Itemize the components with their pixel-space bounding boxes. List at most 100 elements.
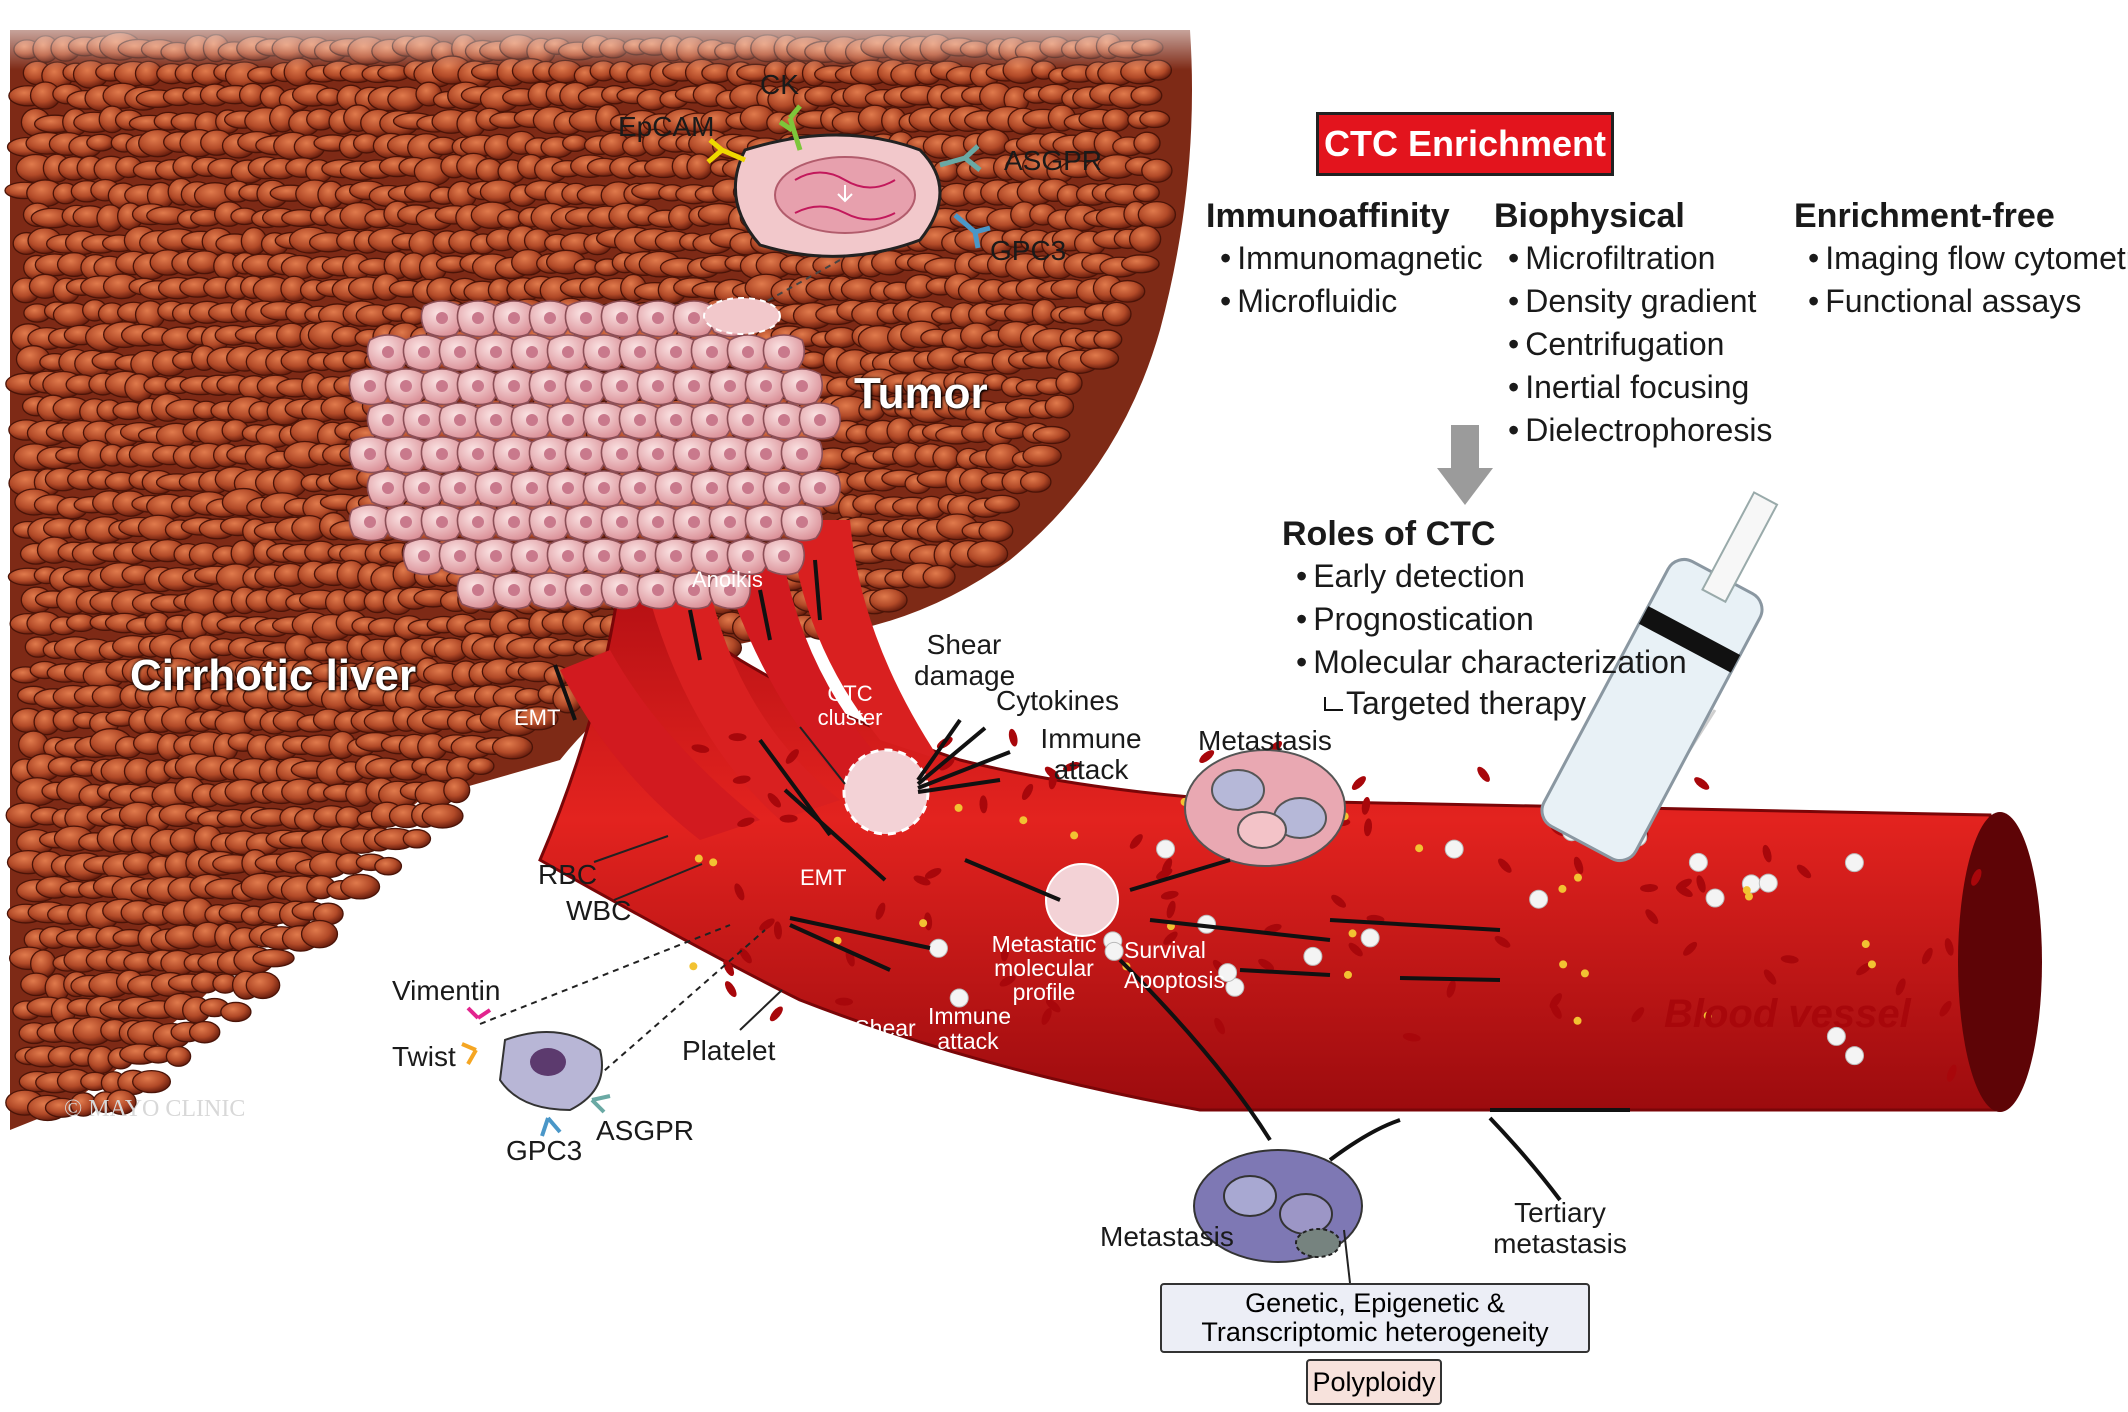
tumor-nucleus: [688, 584, 700, 596]
tumor-nucleus: [616, 516, 628, 528]
enrichment-column-immunoaffinity: Immunoaffinity Immunomagnetic Microfluid…: [1206, 197, 1483, 323]
tumor-nucleus: [652, 516, 664, 528]
biomarker-cell-bottom: [461, 1006, 611, 1137]
platelet: [709, 858, 718, 867]
tumor-nucleus: [418, 414, 430, 426]
platelet: [1580, 969, 1589, 978]
platelet: [954, 803, 963, 812]
rbc: [835, 997, 854, 1006]
metastasis-top-label: Metastasis: [1198, 725, 1332, 756]
liver-lobule: [1032, 425, 1071, 445]
platelet: [1742, 886, 1751, 895]
rbc: [1763, 969, 1777, 985]
list-item: Imaging flow cytometry: [1808, 237, 2128, 280]
platelet: [1573, 1016, 1582, 1025]
tumor-nucleus: [562, 346, 574, 358]
tumor-nucleus: [652, 312, 664, 324]
tumor-nucleus: [382, 414, 394, 426]
rbc: [979, 795, 988, 814]
rbc: [1163, 931, 1178, 945]
tumor-nucleus: [796, 516, 808, 528]
tumor-nucleus: [544, 516, 556, 528]
tumor-nucleus: [418, 550, 430, 562]
tumor-nucleus: [634, 346, 646, 358]
wbc: [1156, 839, 1176, 859]
gpc3-label-bottom: GPC3: [506, 1135, 583, 1166]
tumor-nucleus: [670, 550, 682, 562]
tumor-nucleus: [670, 346, 682, 358]
roles-sub-item: Targeted therapy: [1346, 685, 1587, 722]
tumor-nucleus: [454, 346, 466, 358]
rbc: [1477, 766, 1490, 782]
cirrhotic-liver-label: Cirrhotic liver: [130, 651, 417, 700]
rbc: [1944, 938, 1954, 956]
list-item: Microfluidic: [1220, 280, 1483, 323]
rbc: [1402, 1033, 1421, 1042]
rbc: [1939, 1000, 1952, 1017]
tumor-nucleus: [580, 448, 592, 460]
tumor-cells: [348, 300, 842, 610]
rbc: [1946, 1064, 1957, 1082]
tumor-nucleus: [670, 482, 682, 494]
platelet: [1070, 831, 1079, 840]
sub-arrow: [1324, 697, 1343, 711]
rbc: [1063, 761, 1081, 772]
tumor-nucleus: [454, 550, 466, 562]
tumor-nucleus: [796, 380, 808, 392]
rbc: [1921, 947, 1933, 965]
tumor-nucleus: [724, 584, 736, 596]
tumor-nucleus: [598, 414, 610, 426]
gpc3-label-top: GPC3: [990, 235, 1067, 266]
tumor-nucleus: [526, 414, 538, 426]
ctc-cluster-label: CTC cluster: [817, 681, 883, 731]
tumor-nucleus: [742, 414, 754, 426]
list-item: Functional assays: [1808, 280, 2128, 323]
tumor-nucleus: [364, 380, 376, 392]
tumor-nucleus: [400, 516, 412, 528]
anoikis-label: Anoikis: [692, 567, 763, 592]
tumor-nucleus: [562, 414, 574, 426]
rbc: [1129, 834, 1143, 849]
list-item: Prognostication: [1296, 598, 1687, 641]
polyploidy-box: Polyploidy: [1306, 1359, 1442, 1405]
rbc: [1060, 943, 1079, 952]
tumor-nucleus: [652, 584, 664, 596]
tumor-nucleus: [796, 448, 808, 460]
wbc: [1218, 963, 1238, 983]
tumor-nucleus: [436, 312, 448, 324]
tumor-nucleus: [688, 380, 700, 392]
list-item: Microfiltration: [1508, 237, 1772, 280]
tumor-nucleus: [688, 448, 700, 460]
platelet: [1019, 816, 1028, 825]
tumor-nucleus: [526, 550, 538, 562]
tumor-nucleus: [652, 448, 664, 460]
liver-lobule: [984, 494, 1021, 514]
tumor-nucleus: [382, 346, 394, 358]
rbc: [1048, 771, 1058, 790]
vimentin-label: Vimentin: [392, 975, 501, 1006]
liver-lobule: [402, 829, 432, 849]
rbc: [773, 921, 782, 940]
rbc: [785, 749, 799, 764]
rbc: [1494, 935, 1511, 948]
branch-vessel-1: [560, 650, 760, 840]
list-item: Early detection: [1296, 555, 1687, 598]
tumor-nucleus: [544, 380, 556, 392]
tumor-nucleus: [814, 482, 826, 494]
liver-lobule: [252, 948, 295, 968]
wbc: [1529, 889, 1549, 909]
liver-lobule: [443, 777, 471, 804]
tumor-nucleus: [364, 516, 376, 528]
tumor-nucleus: [508, 516, 520, 528]
rbc: [1895, 978, 1906, 996]
tumor-nucleus: [778, 482, 790, 494]
rbc: [1446, 980, 1456, 998]
platelet: [1348, 929, 1357, 938]
rbc: [1696, 875, 1706, 893]
rbc: [1021, 783, 1034, 801]
wbc: [1758, 873, 1778, 893]
metastatic-profile-label: Metastatic molecular profile: [991, 931, 1097, 1005]
rbc: [728, 733, 747, 742]
rbc: [1640, 884, 1659, 893]
leader-lines: [479, 726, 1351, 1284]
